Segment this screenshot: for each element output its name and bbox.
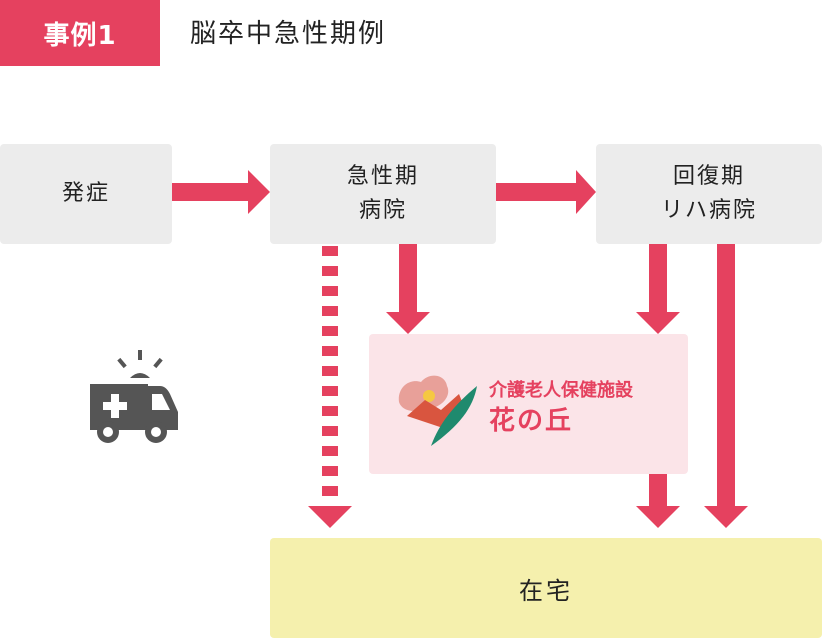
arrow-acute-to-home-dashed — [308, 246, 352, 528]
node-rehab-label-line2: リハ病院 — [660, 198, 757, 223]
node-home: 在宅 — [270, 538, 822, 638]
arrow-onset-to-acute — [172, 170, 270, 214]
arrow-rehab-to-facility — [636, 244, 680, 334]
node-onset-label: 発症 — [61, 181, 110, 206]
arrow-facility-to-home — [636, 474, 680, 528]
node-acute-label-line1: 急性期 — [346, 164, 419, 189]
arrow-rehab-to-home — [704, 244, 748, 528]
node-home-label: 在宅 — [519, 576, 573, 605]
facility-name-label: 花の丘 — [489, 406, 574, 436]
case-title: 脳卒中急性期例 — [190, 19, 387, 49]
case-tag: 事例1 — [0, 0, 160, 66]
node-acute-label-line2: 病院 — [358, 198, 407, 223]
facility-type-label: 介護老人保健施設 — [489, 380, 633, 401]
node-rehab-hospital: 回復期 リハ病院 — [596, 144, 822, 244]
facility-logo-icon — [398, 375, 477, 446]
node-facility: 介護老人保健施設 花の丘 — [369, 334, 688, 474]
node-onset: 発症 — [0, 144, 172, 244]
ambulance-icon — [90, 350, 178, 443]
arrow-acute-to-rehab — [496, 170, 596, 214]
node-rehab-label-line1: 回復期 — [672, 164, 745, 189]
arrow-acute-to-facility — [386, 244, 430, 334]
node-acute-hospital: 急性期 病院 — [270, 144, 496, 244]
